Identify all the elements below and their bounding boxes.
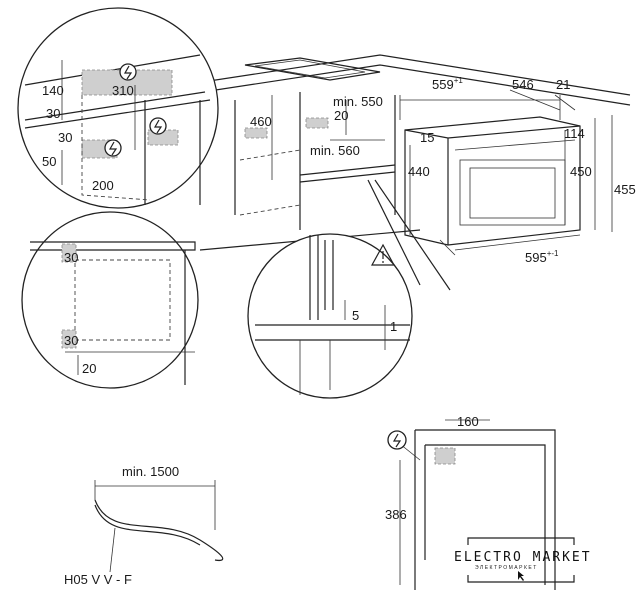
watermark-subtitle: ЭЛЕКТРОМАРКЕТ — [475, 565, 538, 571]
dim-140: 140 — [42, 83, 64, 98]
detail-circle-fitting — [247, 179, 451, 399]
dim-min-1500: min. 1500 — [122, 464, 179, 479]
dim-21: 21 — [556, 77, 570, 92]
detail-circle-clearances — [21, 211, 199, 389]
dim-455: 455 — [614, 182, 636, 197]
dim-30: 30 — [58, 130, 72, 145]
dim-50: 50 — [42, 154, 56, 169]
watermark-title: ELECTRO MARKET — [454, 550, 592, 565]
dim-15: 15 — [420, 130, 434, 145]
socket-box — [244, 127, 268, 139]
dim-160: 160 — [457, 414, 479, 429]
dim-min-550: min. 550 — [333, 94, 383, 109]
electrical-hazard-icon — [104, 63, 167, 157]
dim-460: 460 — [250, 114, 272, 129]
electro-market-watermark: ELECTRO MARKET ЭЛЕКТРОМАРКЕТ — [454, 537, 592, 583]
warning-triangle-icon — [370, 243, 396, 266]
dim-30: 30 — [64, 333, 78, 348]
dim-30: 30 — [64, 250, 78, 265]
cable-drawing — [94, 480, 224, 573]
cursor-icon — [518, 571, 524, 581]
dim-200: 200 — [92, 178, 114, 193]
dim-20: 20 — [82, 361, 96, 376]
dim-1: 1 — [390, 319, 397, 334]
dimension-labels: 140 310 30 30 50 200 460 min. 550 20 min… — [42, 76, 636, 587]
socket-box — [305, 117, 329, 129]
dim-310: 310 — [112, 83, 134, 98]
dim-546: 546 — [512, 77, 534, 92]
oven-drawing — [399, 89, 613, 256]
kitchen-cabinet-drawing — [149, 54, 631, 251]
dim-5: 5 — [352, 308, 359, 323]
dim-30: 30 — [46, 106, 60, 121]
dim-450: 450 — [570, 164, 592, 179]
dim-20: 20 — [334, 108, 348, 123]
dim-559: 559+1 — [432, 76, 463, 92]
dim-386: 386 — [385, 507, 407, 522]
dim-595: 595+-1 — [525, 249, 559, 265]
dim-114: 114 — [564, 126, 585, 141]
dim-min-560: min. 560 — [310, 143, 360, 158]
cable-type-label: H05 V V - F — [64, 572, 132, 587]
dim-440: 440 — [408, 164, 430, 179]
